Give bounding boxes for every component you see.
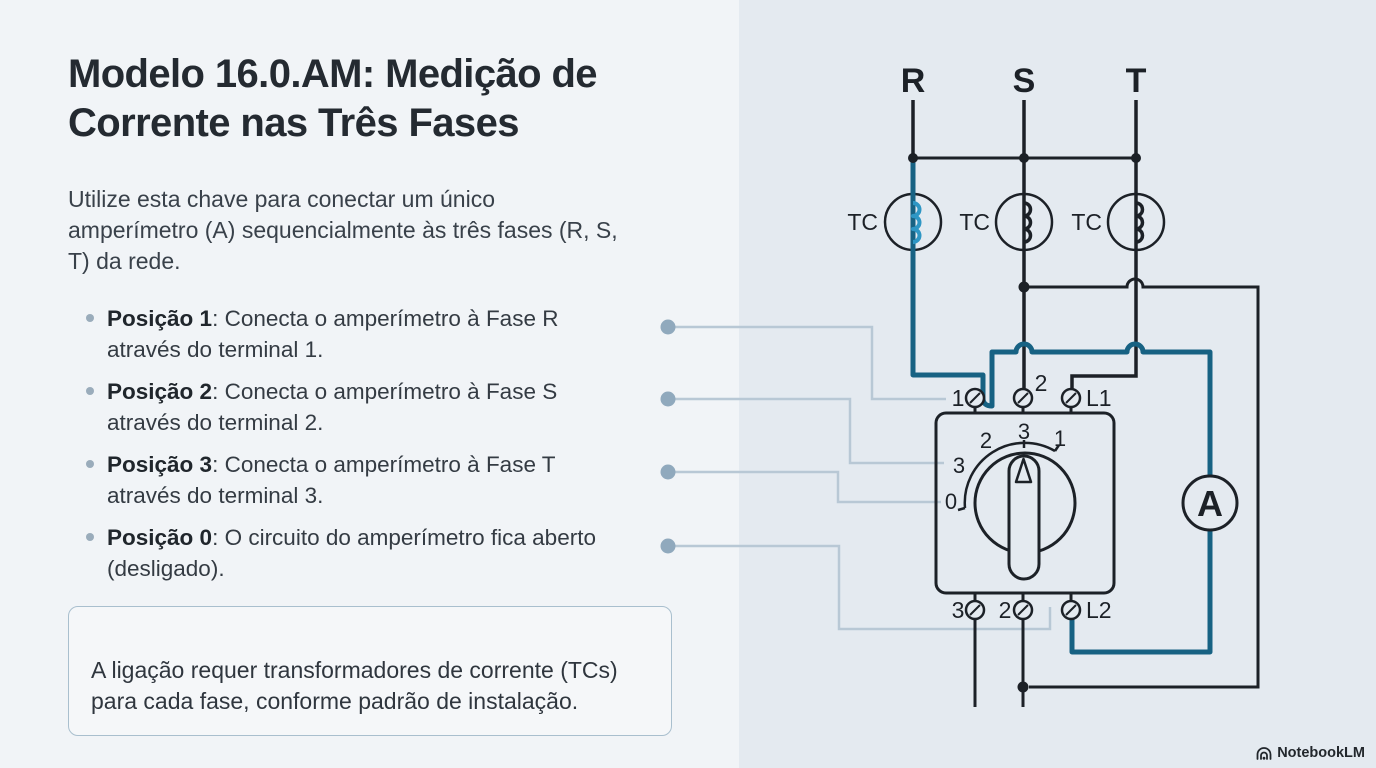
- wire-phase-t-to-l1: [1070, 100, 1138, 389]
- tc-circle-s: [994, 192, 1054, 252]
- terminal-2-top-label: 2: [1035, 370, 1048, 396]
- rotary-switch: 2 3 1 3 0: [934, 411, 1116, 595]
- leader-line-3: [668, 470, 941, 504]
- position-label: Posição 2: [107, 379, 213, 404]
- dial-label-0: 0: [945, 489, 957, 514]
- dial-arc-ticks: [957, 440, 1061, 512]
- bullet-dot-icon: [86, 533, 94, 541]
- terminal-1: [964, 387, 986, 409]
- leader-line-1: [668, 325, 946, 401]
- wire-s-branch-right-loop: [1024, 277, 1260, 689]
- wire-active-r-to-terminal1: [910, 159, 1213, 477]
- terminal-2-bottom: [1012, 599, 1034, 621]
- leader-dot-4: [660, 538, 676, 554]
- note-text: A ligação requer transformadores de corr…: [91, 657, 618, 714]
- page-title: Modelo 16.0.AM: Medição de Corrente nas …: [68, 52, 598, 145]
- leader-lines: [660, 319, 1052, 631]
- leader-dot-2: [660, 391, 676, 407]
- watermark-text: NotebookLM: [1277, 745, 1365, 761]
- dial-label-2: 2: [980, 428, 992, 453]
- tc-label-t: TC: [1071, 209, 1102, 235]
- bullet-dot-icon: [86, 314, 94, 322]
- tc-coil-t-icon: [1135, 201, 1145, 244]
- dial-label-3-left: 3: [953, 453, 965, 478]
- list-item-posicao-2: Posição 2: Conecta o amperímetro à Fase …: [86, 376, 666, 438]
- position-label: Posição 1: [107, 306, 213, 331]
- tc-circle-t: [1106, 192, 1166, 252]
- junction-dots: [908, 153, 1141, 693]
- junction-dot: [908, 153, 918, 163]
- switch-box: [934, 411, 1116, 595]
- dial-arc: [963, 441, 1056, 509]
- note-box: A ligação requer transformadores de corr…: [68, 606, 672, 736]
- terminal-3-bottom: [964, 599, 986, 621]
- position-text: : O circuito do amperímetro fica aberto …: [107, 525, 596, 581]
- diagram-panel-background: [739, 0, 1376, 768]
- notebooklm-watermark: NotebookLM: [1256, 745, 1365, 761]
- switch-handle: [1007, 454, 1041, 581]
- terminal-l1-label: L1: [1086, 385, 1112, 411]
- bullet-dot-icon: [86, 460, 94, 468]
- notebooklm-logo-icon: [1256, 746, 1272, 760]
- terminal-2-top: [1012, 387, 1034, 409]
- position-text: : Conecta o amperímetro à Fase S através…: [107, 379, 558, 435]
- tc-label-r: TC: [847, 209, 878, 235]
- terminal-l1: [1060, 387, 1082, 409]
- terminals: [964, 387, 1082, 621]
- phase-label-r: R: [901, 62, 926, 100]
- terminal-2-bottom-label: 2: [999, 597, 1012, 623]
- bullet-dot-icon: [86, 387, 94, 395]
- ammeter-label: A: [1197, 483, 1223, 524]
- wires-active: [910, 159, 1213, 655]
- leader-line-4: [668, 544, 1052, 631]
- position-list: Posição 1: Conecta o amperímetro à Fase …: [86, 303, 666, 595]
- terminal-3-bottom-label: 3: [952, 597, 965, 623]
- dial-label-1: 1: [1054, 426, 1066, 451]
- position-label: Posição 0: [107, 525, 213, 550]
- terminal-l2: [1060, 599, 1082, 621]
- junction-dot: [1019, 153, 1029, 163]
- diagram-labels: R S T TC TC TC 1 2 L1 3 2 L2: [847, 62, 1146, 623]
- terminal-1-label: 1: [952, 385, 965, 411]
- list-item-posicao-0: Posição 0: O circuito do amperímetro fic…: [86, 522, 666, 584]
- phase-label-t: T: [1126, 62, 1147, 100]
- list-item-posicao-1: Posição 1: Conecta o amperímetro à Fase …: [86, 303, 666, 365]
- ammeter: A: [1181, 474, 1239, 532]
- leader-line-2: [668, 397, 944, 465]
- leader-dot-1: [660, 319, 676, 335]
- switch-pointer-icon: [1014, 457, 1033, 484]
- tc-coil-s-icon: [1023, 201, 1033, 244]
- tc-label-s: TC: [959, 209, 990, 235]
- junction-dot: [1017, 681, 1029, 693]
- position-text: : Conecta o amperímetro à Fase T através…: [107, 452, 556, 508]
- terminal-l2-label: L2: [1086, 597, 1112, 623]
- junction-dot: [1018, 281, 1030, 293]
- ammeter-circle: [1181, 474, 1239, 532]
- list-item-posicao-3: Posição 3: Conecta o amperímetro à Fase …: [86, 449, 666, 511]
- terminal-stems: [973, 407, 1073, 601]
- position-text: : Conecta o amperímetro à Fase R através…: [107, 306, 559, 362]
- dial-label-3-top: 3: [1018, 419, 1030, 444]
- intro-text: Utilize esta chave para conectar um únic…: [68, 186, 618, 274]
- position-label: Posição 3: [107, 452, 213, 477]
- phase-label-s: S: [1013, 62, 1036, 100]
- junction-dot: [1131, 153, 1141, 163]
- leader-dot-3: [660, 464, 676, 480]
- wire-active-ammeter-to-l2: [1069, 529, 1213, 655]
- wires-neutral: [911, 100, 1260, 707]
- tc-coil-r-icon: [911, 201, 922, 244]
